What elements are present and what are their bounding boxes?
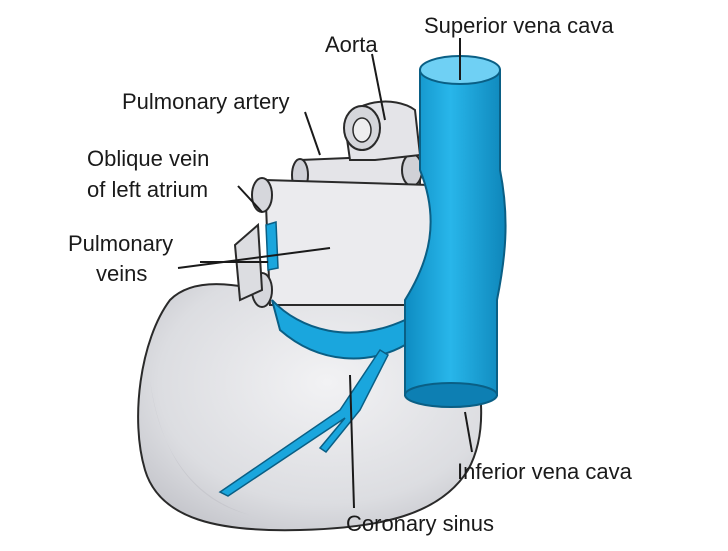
leader-lines (177, 38, 473, 509)
leader-pulmonary-veins-a (177, 247, 331, 269)
heart-shade (150, 380, 250, 515)
leader-coronary-sinus (349, 374, 355, 509)
coronary-sinus-shape (218, 299, 406, 497)
label-pulmonary-artery: Pulmonary artery (122, 89, 290, 114)
leader-aorta (371, 53, 386, 121)
leader-oblique-vein (237, 185, 263, 213)
oblique-vein-shape (265, 221, 279, 271)
label-oblique-vein-line1: Oblique vein (87, 146, 210, 171)
label-coronary-sinus: Coronary sinus (346, 511, 494, 536)
label-pulmonary-veins-line1: Pulmonary (68, 231, 174, 256)
label-inferior-vena-cava: Inferior vena cava (457, 459, 632, 484)
aorta-shape (343, 100, 422, 161)
leader-inferior-vena-cava (464, 411, 473, 453)
vena-cava-shape (404, 55, 507, 408)
label-pulmonary-veins-line2: veins (96, 261, 148, 286)
leader-pulmonary-artery (304, 111, 321, 156)
label-aorta: Aorta (325, 32, 378, 57)
label-oblique-vein-line2: of left atrium (87, 177, 209, 202)
label-superior-vena-cava: Superior vena cava (424, 13, 614, 38)
